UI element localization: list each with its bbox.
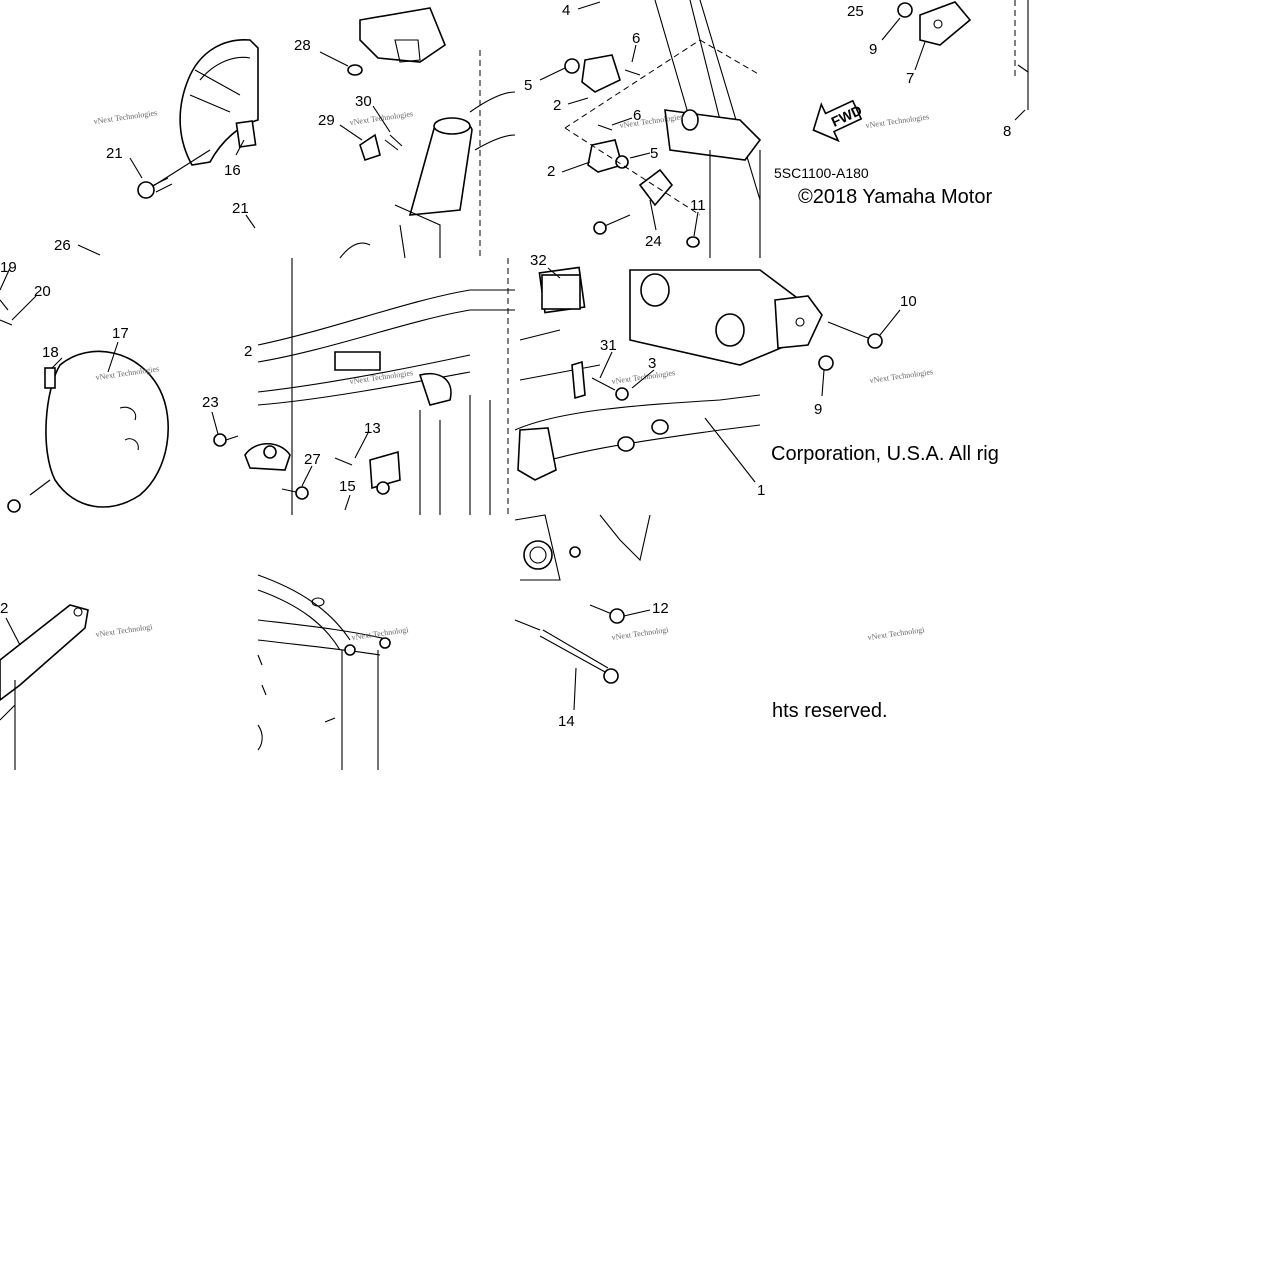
callout-26: 26 [54,237,71,254]
part-callouts: 1 2 2 2 2 3 4 5 5 6 6 7 8 9 9 10 11 12 1… [0,2,1011,730]
callout-4: 4 [562,2,570,19]
callout-21: 21 [232,200,249,217]
callout-28: 28 [294,37,311,54]
callout-24: 24 [645,233,662,250]
copyright-line-3: hts reserved. [772,700,888,722]
callout-11: 11 [690,197,706,214]
side-cover-upper [137,39,259,199]
rear-frame-loop [257,574,391,770]
callout-10: 10 [900,293,917,310]
drawing-code: 5SC1100-A180 [774,165,869,181]
callout-20: 20 [34,283,51,300]
callout-21: 21 [106,145,123,162]
callout-30: 30 [355,93,372,110]
callout-19: 19 [0,259,17,276]
callout-17: 17 [112,325,129,342]
callout-32: 32 [530,252,547,269]
callout-27: 27 [304,451,321,468]
frame-rails-center [213,258,515,515]
callout-29: 29 [318,112,335,129]
callout-5: 5 [524,77,532,94]
rear-bracket-area [897,0,1029,110]
callout-8: 8 [1003,123,1011,140]
callout-23: 23 [202,394,219,411]
callout-2: 2 [0,600,8,617]
callout-5: 5 [650,145,658,162]
callout-1: 1 [757,482,765,499]
callout-9: 9 [869,41,877,58]
callout-14: 14 [558,713,575,730]
callout-25: 25 [847,3,864,20]
callout-9: 9 [814,401,822,418]
frame-head-brackets [564,0,762,258]
callout-3: 3 [648,355,656,372]
callout-2: 2 [244,343,252,360]
callout-6: 6 [632,30,640,47]
callout-6: 6 [633,107,641,124]
callout-16: 16 [224,162,241,179]
callout-15: 15 [339,478,356,495]
callout-2: 2 [547,163,555,180]
callout-7: 7 [906,70,914,87]
lower-frame-crossmember [514,266,883,481]
callout-12: 12 [652,600,669,617]
copyright-line-1: ©2018 Yamaha Motor [798,186,992,208]
callout-18: 18 [42,344,59,361]
callout-31: 31 [600,337,617,354]
callout-2: 2 [553,97,561,114]
callout-13: 13 [364,420,381,437]
copyright-line-2: Corporation, U.S.A. All rig [771,443,999,465]
leader-lines [0,1,1026,711]
side-cover-lower [0,299,169,513]
steering-head-assembly [339,7,516,259]
lower-left-bracket [0,604,89,770]
